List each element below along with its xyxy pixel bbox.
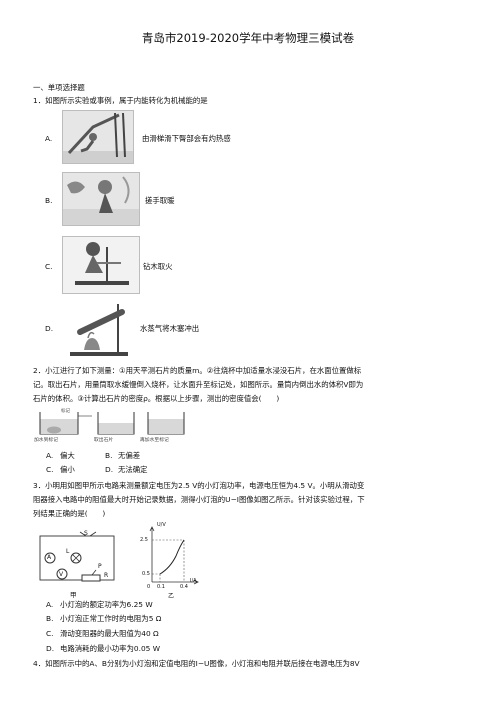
drilling-wood-illustration <box>62 236 140 294</box>
question-1-stem: 1．如图所示实验或事例，属于内能转化为机械能的是 <box>33 96 208 105</box>
ammeter-label: A <box>47 554 52 561</box>
q3-option-b-letter: B. <box>46 614 54 623</box>
graph-y-tick-2-5: 2.5 <box>140 537 148 543</box>
q2-option-d-letter: D. <box>105 465 114 474</box>
test-tube-illustration <box>66 298 132 358</box>
slider-p-label: P <box>98 563 102 570</box>
switch-label: S <box>84 530 88 537</box>
q1-option-b-text: 搓手取暖 <box>145 196 175 205</box>
graph-x-tick-0-4: 0.4 <box>180 584 188 590</box>
graph-y-tick-0-5: 0.5 <box>142 571 150 577</box>
q3-option-d-text: 电路消耗的最小功率为0.05 W <box>60 644 161 653</box>
question-3-line-3: 列结果正确的是( ) <box>33 509 106 518</box>
beaker-caption-2: 取出石片 <box>94 438 114 443</box>
rubbing-hands-illustration <box>62 172 140 226</box>
q2-option-b-letter: B. <box>105 451 113 460</box>
circuit-caption: 甲 <box>70 591 77 599</box>
q1-option-d-letter: D. <box>45 324 54 333</box>
question-2-line-1: 2．小江进行了如下测量：①用天平测石片的质量m。②往烧杯中加适量水浸没石片，在水… <box>33 366 362 375</box>
q1-option-a-text: 由滑梯滑下臀部会有灼热感 <box>142 134 231 143</box>
graph-ylabel: U/V <box>157 522 166 528</box>
mark-label: 标记 <box>61 409 70 414</box>
question-4-line-1: 4．如图所示中的A、B分别为小灯泡和定值电阻的I−U图像，小灯泡和电阻并联后接在… <box>33 659 360 668</box>
graph-caption: 乙 <box>168 593 175 600</box>
q3-option-d-letter: D. <box>46 644 55 653</box>
section-heading: 一、单项选择题 <box>33 83 85 92</box>
graph-x-tick-0: 0 <box>147 584 151 590</box>
q2-option-a-letter: A. <box>46 451 54 460</box>
q1-option-c-letter: C. <box>45 262 53 271</box>
rheostat-r-label: R <box>104 572 109 579</box>
question-3-line-1: 3．小明用如图甲所示电路来测量额定电压为2.5 V的小灯泡功率，电源电压恒为4.… <box>33 481 365 490</box>
q1-option-a-letter: A. <box>45 134 53 143</box>
q1-option-b-letter: B. <box>45 196 53 205</box>
question-2-line-2: 记。取出石片，用量筒取水缓慢倒入烧杯，让水面升至标记处，如图所示。量筒内倒出水的… <box>33 380 364 389</box>
q2-option-d-text: 无法确定 <box>118 465 148 474</box>
q3-option-a-letter: A. <box>46 600 54 609</box>
graph-x-tick-0-1: 0.1 <box>157 584 165 590</box>
q2-option-c-text: 偏小 <box>60 465 75 474</box>
u-i-graph <box>140 524 200 586</box>
voltmeter-label: V <box>59 571 64 578</box>
q3-option-b-text: 小灯泡正常工作时的电阻为5 Ω <box>60 614 162 623</box>
question-3-line-2: 阻器接入电路中的阻值最大时开始记录数据，测得小灯泡的U−I图像如图乙所示。针对该… <box>33 495 365 504</box>
q3-option-c-letter: C. <box>46 629 54 638</box>
q1-option-c-text: 钻木取火 <box>143 262 173 271</box>
question-2-line-3: 石片的体积。③计算出石片的密度ρ。根据以上步骤，测出的密度值会( ) <box>33 394 280 403</box>
q2-option-a-text: 偏大 <box>60 451 75 460</box>
slide-illustration <box>62 110 134 164</box>
beaker-caption-1: 加水到标记 <box>34 438 58 443</box>
beaker-figure <box>34 408 189 444</box>
beaker-caption-3: 再加水至标记 <box>140 438 169 443</box>
lamp-label: L <box>66 548 70 555</box>
q3-option-a-text: 小灯泡的额定功率为6.25 W <box>60 600 153 609</box>
graph-xlabel: I/A <box>190 578 197 584</box>
page-title: 青岛市2019-2020学年中考物理三模试卷 <box>141 31 355 45</box>
circuit-diagram <box>36 530 120 590</box>
q1-option-d-text: 水蒸气将木塞冲出 <box>140 324 200 333</box>
q2-option-b-text: 无偏差 <box>118 451 141 460</box>
q2-option-c-letter: C. <box>46 465 54 474</box>
q3-option-c-text: 滑动变阻器的最大阻值为40 Ω <box>60 629 159 638</box>
